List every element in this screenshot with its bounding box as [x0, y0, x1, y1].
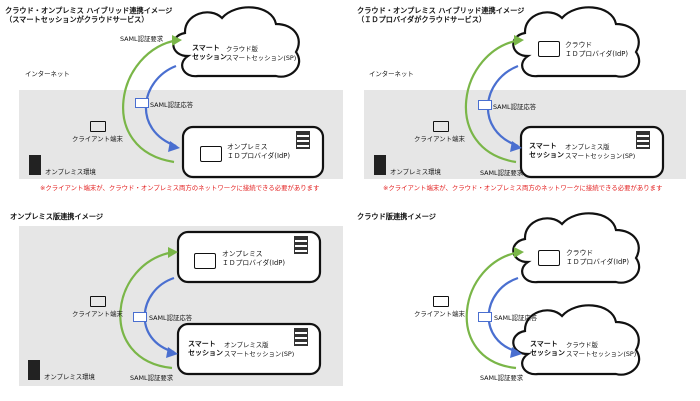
client-label: クライアント端末	[72, 135, 123, 143]
onprem-box-desc: オンプレミス ＩＤプロバイダ(IdP)	[227, 143, 290, 161]
sp-cloud-shape	[512, 304, 641, 376]
id-card-icon	[200, 146, 222, 162]
server-icon	[294, 328, 308, 346]
cloud-box-desc: クラウド ＩＤプロバイダ(IdP)	[565, 41, 628, 59]
cloud-shape	[172, 6, 301, 78]
diagram-title-line1: クラウド・オンプレミス ハイブリッド連携イメージ	[5, 6, 173, 15]
onprem-box-text: スマート セッション	[529, 142, 564, 160]
idp-cloud-shape	[512, 212, 641, 284]
bold-line-2: セッション	[529, 151, 564, 159]
envelope-icon	[478, 100, 492, 110]
sp-box	[176, 322, 322, 376]
building-icon	[29, 155, 41, 175]
envelope-icon	[478, 312, 492, 322]
cloud-desc-line-2: スマートセッション(SP)	[226, 54, 297, 62]
server-icon	[636, 131, 650, 149]
cloud-box-text: スマート セッション	[192, 44, 227, 62]
saml-request-label: SAML認証要求	[130, 374, 174, 382]
id-card-icon	[194, 253, 216, 269]
cloud-desc-line-2: ＩＤプロバイダ(IdP)	[565, 50, 629, 58]
internet-label: インターネット	[369, 70, 414, 78]
laptop-icon	[433, 296, 449, 307]
bold-line-1: スマート	[529, 142, 557, 150]
sp-cloud-text: スマート セッション	[530, 340, 565, 358]
bold-line-2: セッション	[188, 349, 223, 357]
client-label: クライアント端末	[414, 135, 465, 143]
idp-box-desc: オンプレミス ＩＤプロバイダ(IdP)	[222, 250, 285, 268]
envelope-icon	[133, 312, 147, 322]
cloud-shape	[512, 6, 641, 78]
saml-response-label: SAML認証応答	[494, 314, 538, 322]
onprem-box	[181, 125, 325, 179]
client-label: クライアント端末	[72, 310, 123, 318]
bold-line-1: スマート	[188, 340, 216, 348]
onprem-desc-line-2: ＩＤプロバイダ(IdP)	[227, 152, 291, 160]
saml-response-label: SAML認証応答	[150, 101, 194, 109]
laptop-icon	[90, 121, 106, 132]
saml-response-label: SAML認証応答	[149, 314, 193, 322]
envelope-icon	[135, 98, 149, 108]
note-text: ※クライアント端末が、クラウド・オンプレミス両方のネットワークに接続できる必要が…	[383, 184, 663, 192]
onprem-box	[519, 125, 665, 179]
idp-desc-line-2: ＩＤプロバイダ(IdP)	[222, 259, 286, 267]
id-card-icon	[538, 41, 560, 57]
onprem-label: オンプレミス環境	[390, 168, 441, 176]
bold-line-1: スマート	[192, 44, 220, 52]
laptop-icon	[433, 121, 449, 132]
diagram-title: クラウド版連携イメージ	[357, 212, 436, 221]
sp-desc-line-2: スマートセッション(SP)	[224, 350, 295, 358]
client-label: クライアント端末	[414, 310, 465, 318]
id-card-icon	[538, 250, 560, 266]
note-text: ※クライアント端末が、クラウド・オンプレミス両方のネットワークに接続できる必要が…	[40, 184, 320, 192]
cloud-box-desc: クラウド版 スマートセッション(SP)	[226, 45, 296, 63]
laptop-icon	[90, 296, 106, 307]
cloud-desc-line-1: クラウド	[565, 41, 593, 49]
sp-box-desc: オンプレミス版 スマートセッション(SP)	[224, 341, 294, 359]
sp-desc-line-1: クラウド版	[566, 341, 598, 349]
idp-desc-line-1: クラウド	[566, 249, 594, 257]
onprem-desc-line-2: スマートセッション(SP)	[565, 152, 636, 160]
diagram-title-line2: （スマートセッションがクラウドサービス）	[5, 15, 149, 24]
building-icon	[28, 360, 40, 380]
server-icon	[296, 131, 310, 149]
sp-desc-line-1: オンプレミス版	[224, 341, 269, 349]
onprem-box-desc: オンプレミス版 スマートセッション(SP)	[565, 143, 635, 161]
saml-request-label: SAML認証要求	[480, 169, 524, 177]
bold-line-2: セッション	[192, 53, 227, 61]
idp-desc-line-2: ＩＤプロバイダ(IdP)	[566, 258, 630, 266]
onprem-desc-line-1: オンプレミス版	[565, 143, 610, 151]
onprem-label: オンプレミス環境	[45, 168, 96, 176]
server-icon	[294, 236, 308, 254]
onprem-label: オンプレミス環境	[44, 373, 95, 381]
internet-label: インターネット	[25, 70, 70, 78]
saml-request-label: SAML認証要求	[120, 35, 164, 43]
onprem-desc-line-1: オンプレミス	[227, 143, 268, 151]
saml-response-label: SAML認証応答	[493, 103, 537, 111]
sp-desc-line-2: スマートセッション(SP)	[566, 350, 637, 358]
idp-box	[176, 230, 322, 284]
sp-cloud-desc: クラウド版 スマートセッション(SP)	[566, 341, 636, 359]
idp-desc-line-1: オンプレミス	[222, 250, 263, 258]
saml-request-label: SAML認証要求	[480, 374, 524, 382]
bold-line-2: セッション	[530, 349, 565, 357]
diagram-title-line2: （ＩＤプロバイダがクラウドサービス）	[357, 15, 487, 24]
diagram-title-line1: クラウド・オンプレミス ハイブリッド連携イメージ	[357, 6, 525, 15]
diagram-title: オンプレミス版連携イメージ	[10, 212, 104, 221]
sp-box-text: スマート セッション	[188, 340, 223, 358]
bold-line-1: スマート	[530, 340, 558, 348]
idp-cloud-desc: クラウド ＩＤプロバイダ(IdP)	[566, 249, 629, 267]
building-icon	[374, 155, 386, 175]
cloud-desc-line-1: クラウド版	[226, 45, 258, 53]
